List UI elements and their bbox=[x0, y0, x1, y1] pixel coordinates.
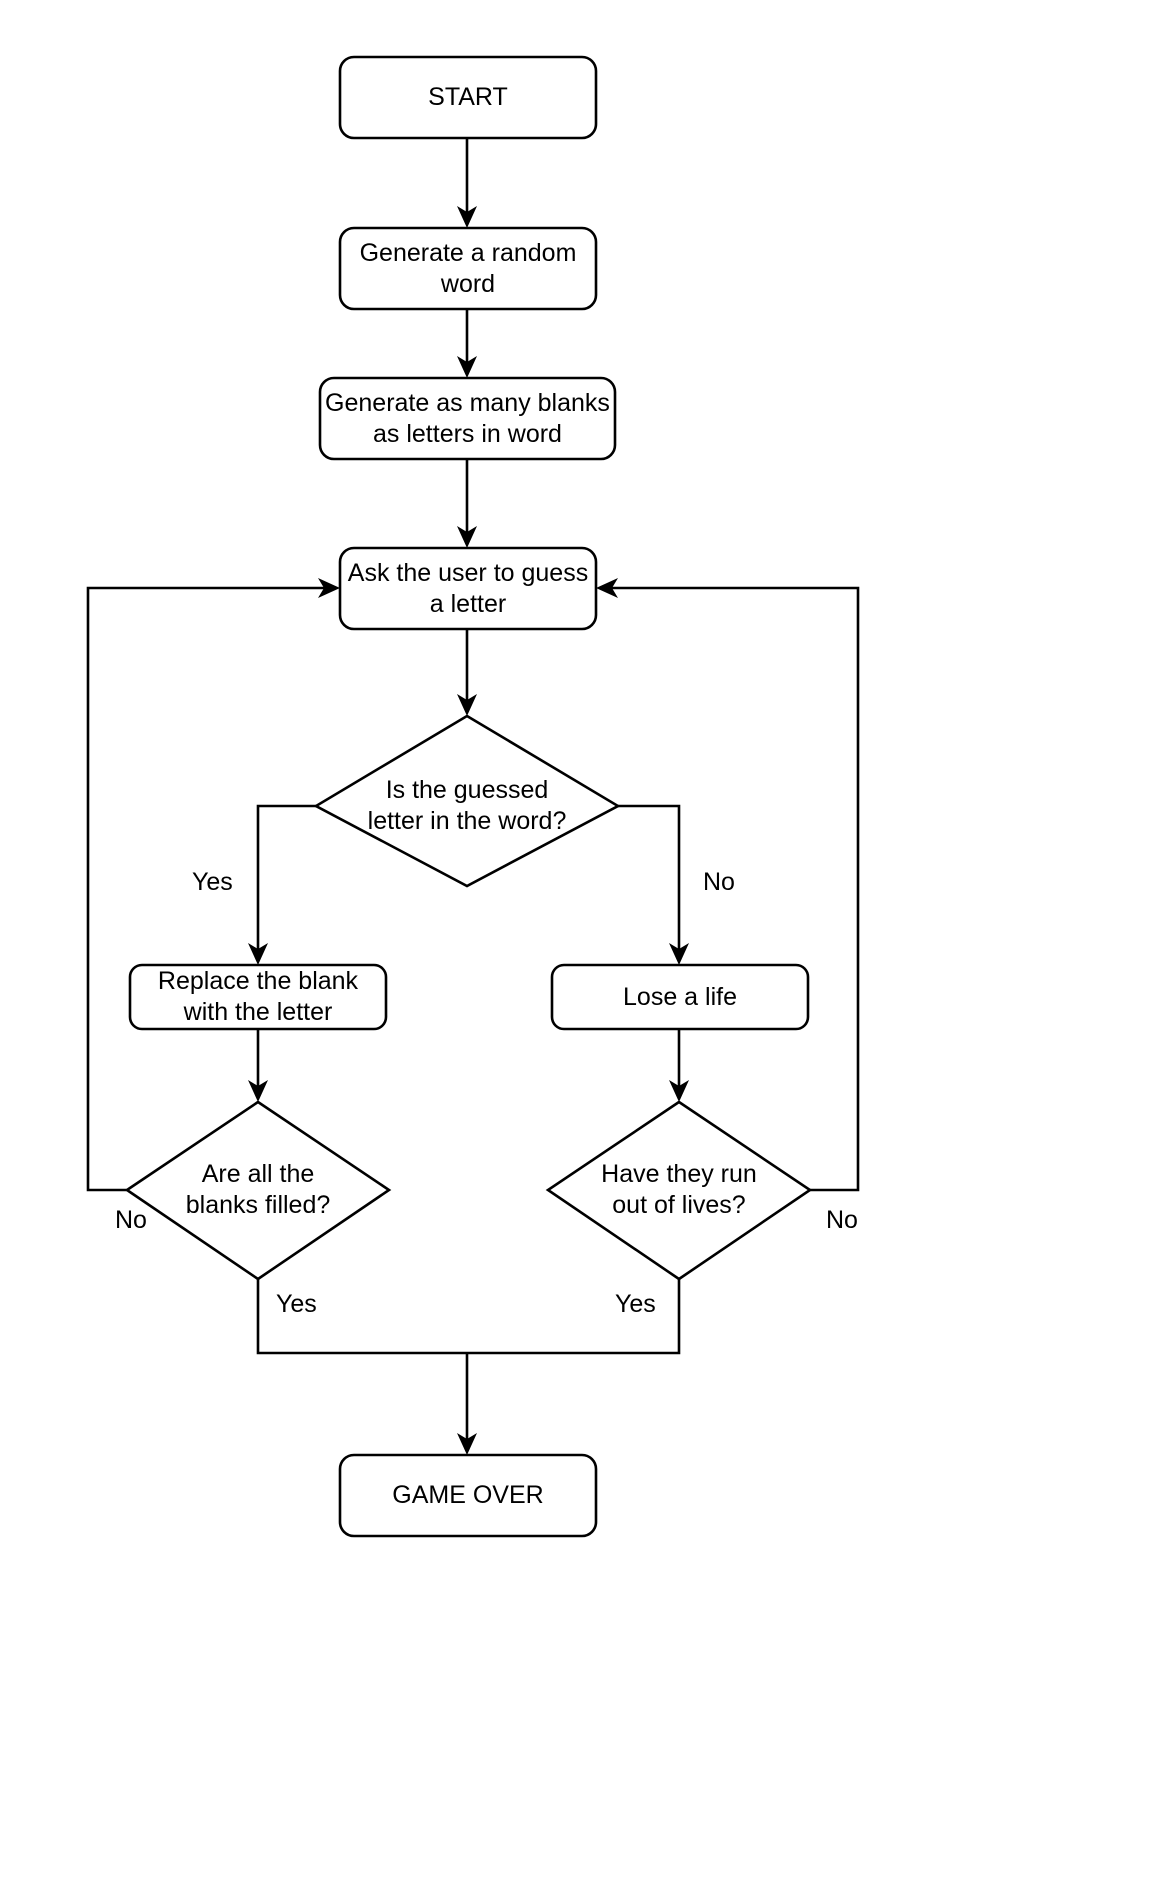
edge-have-they-run-out-of-lives-no-to-ask-letter bbox=[612, 586, 860, 1192]
node-shape-generate-word[interactable] bbox=[338, 226, 598, 311]
node-shape-is-letter-in-word[interactable] bbox=[313, 714, 621, 888]
arrowhead-is-letter-in-word-no-to-lose-a-life bbox=[669, 943, 689, 965]
edge-label-have-they-run-out-of-lives-no: No bbox=[826, 1206, 858, 1234]
arrowhead-is-letter-in-word-yes-to-replace-blank bbox=[248, 943, 268, 965]
arrowhead-lose-a-life-to-have-they-run-out-of-lives bbox=[669, 1080, 689, 1102]
node-shape-ask-letter[interactable] bbox=[338, 546, 598, 631]
arrowhead-generate-word-to-generate-blanks bbox=[457, 356, 477, 378]
edge-are-all-blanks-filled-no-to-ask-letter bbox=[86, 586, 324, 1192]
node-shape-start[interactable] bbox=[338, 55, 598, 140]
edge-is-letter-in-word-no-to-lose-a-life bbox=[618, 804, 681, 949]
node-shape-generate-blanks[interactable] bbox=[318, 376, 617, 461]
arrowhead-replace-blank-to-are-all-blanks-filled bbox=[248, 1080, 268, 1102]
node-shape-lose-a-life[interactable] bbox=[550, 963, 810, 1031]
arrowhead-join-to-game-over bbox=[457, 1433, 477, 1455]
arrowhead-start-to-generate-word bbox=[457, 206, 477, 228]
node-shape-are-all-blanks-filled[interactable] bbox=[124, 1100, 392, 1281]
edge-label-are-all-blanks-filled-no: No bbox=[115, 1206, 147, 1234]
edge-label-are-all-blanks-filled-yes: Yes bbox=[276, 1290, 317, 1318]
node-shape-have-they-run-out-of-lives[interactable] bbox=[545, 1100, 813, 1281]
edge-have-they-run-out-of-lives-yes-to-game-over bbox=[467, 1279, 681, 1355]
edge-label-is-letter-in-word-yes: Yes bbox=[192, 868, 233, 896]
arrowhead-ask-letter-to-is-letter-in-word bbox=[457, 694, 477, 716]
edge-label-is-letter-in-word-no: No bbox=[703, 868, 735, 896]
edge-label-have-they-run-out-of-lives-yes: Yes bbox=[615, 1290, 656, 1318]
arrowhead-are-all-blanks-filled-no-to-ask-letter bbox=[318, 578, 340, 598]
edge-is-letter-in-word-yes-to-replace-blank bbox=[256, 804, 316, 949]
edge-are-all-blanks-filled-yes-to-game-over bbox=[256, 1279, 467, 1355]
arrowhead-have-they-run-out-of-lives-no-to-ask-letter bbox=[596, 578, 618, 598]
node-shape-game-over[interactable] bbox=[338, 1453, 598, 1538]
node-shape-replace-blank[interactable] bbox=[128, 963, 388, 1031]
arrowhead-generate-blanks-to-ask-letter bbox=[457, 526, 477, 548]
